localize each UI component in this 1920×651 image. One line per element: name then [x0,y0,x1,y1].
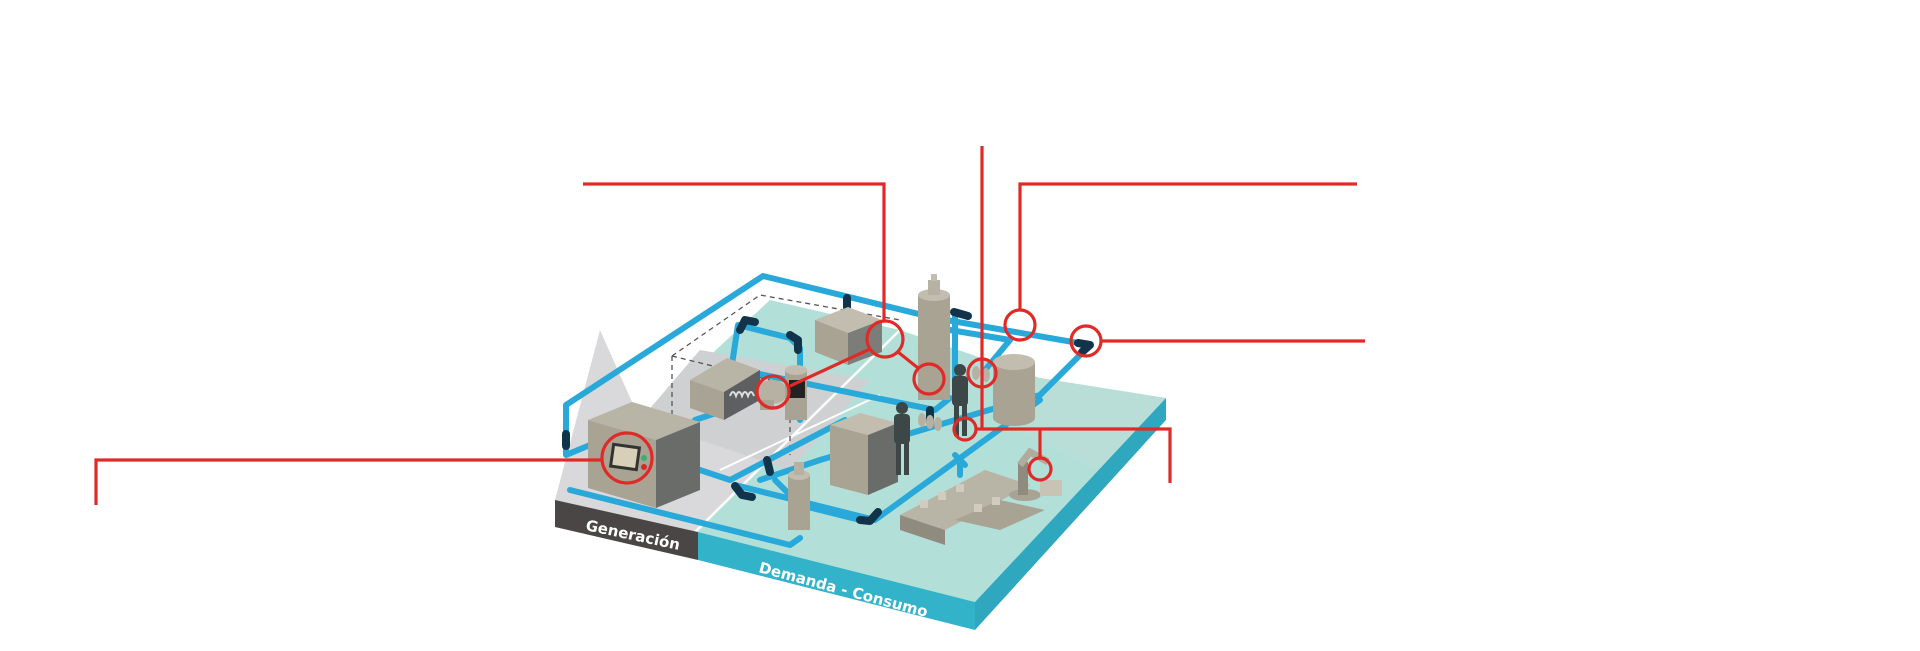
pipe-joint [856,508,882,525]
callout-link-to-motor [789,347,871,388]
compressor-motor [756,380,788,410]
callout-robot-ring [1027,456,1053,482]
compressor-cabinet [588,402,700,508]
callout-main-line-ring [1003,308,1037,342]
pipe-compressor-out [697,417,848,483]
point-of-use-regulators [918,366,990,431]
indicator-green [641,455,647,461]
production-line [900,470,1045,545]
small-tank [788,462,810,530]
cooler-unit [690,358,760,420]
pipe-branch-2 [947,327,1013,373]
indicator-red [641,464,647,470]
callout-controller-line [94,458,602,505]
lane-line [719,394,881,471]
pipe-joint [736,316,759,334]
callouts [94,146,1365,505]
generation-side [555,500,698,560]
demand-side-front [698,532,975,630]
callout-regulator-ring [966,357,998,389]
pipe-valve [950,308,972,320]
callout-main-line [1018,182,1357,311]
storage-tank [993,354,1035,426]
pipe-joint [731,482,756,501]
callout-link-to-filter [897,350,919,370]
callout-motor-ring [755,374,791,410]
robot-arm [1009,447,1062,501]
pipe-valve [763,456,774,476]
callout-hose-ring [952,416,978,442]
callout-controller-ring [600,431,654,485]
machine-block [830,413,898,495]
equipment [588,274,1062,545]
demand-side-right [975,398,1166,630]
controller-screen [608,442,642,472]
callout-filter-ring [912,362,946,396]
lane-line [694,329,901,533]
worker-1 [894,402,910,475]
pipe-joint [1074,339,1094,356]
pipe-joint [786,331,802,354]
callout-compressor-intake-line [583,182,886,321]
callout-line-end-ring [1069,324,1103,358]
pipe-bottom-run [567,487,803,548]
callout-compressor-intake-ring [865,319,905,359]
